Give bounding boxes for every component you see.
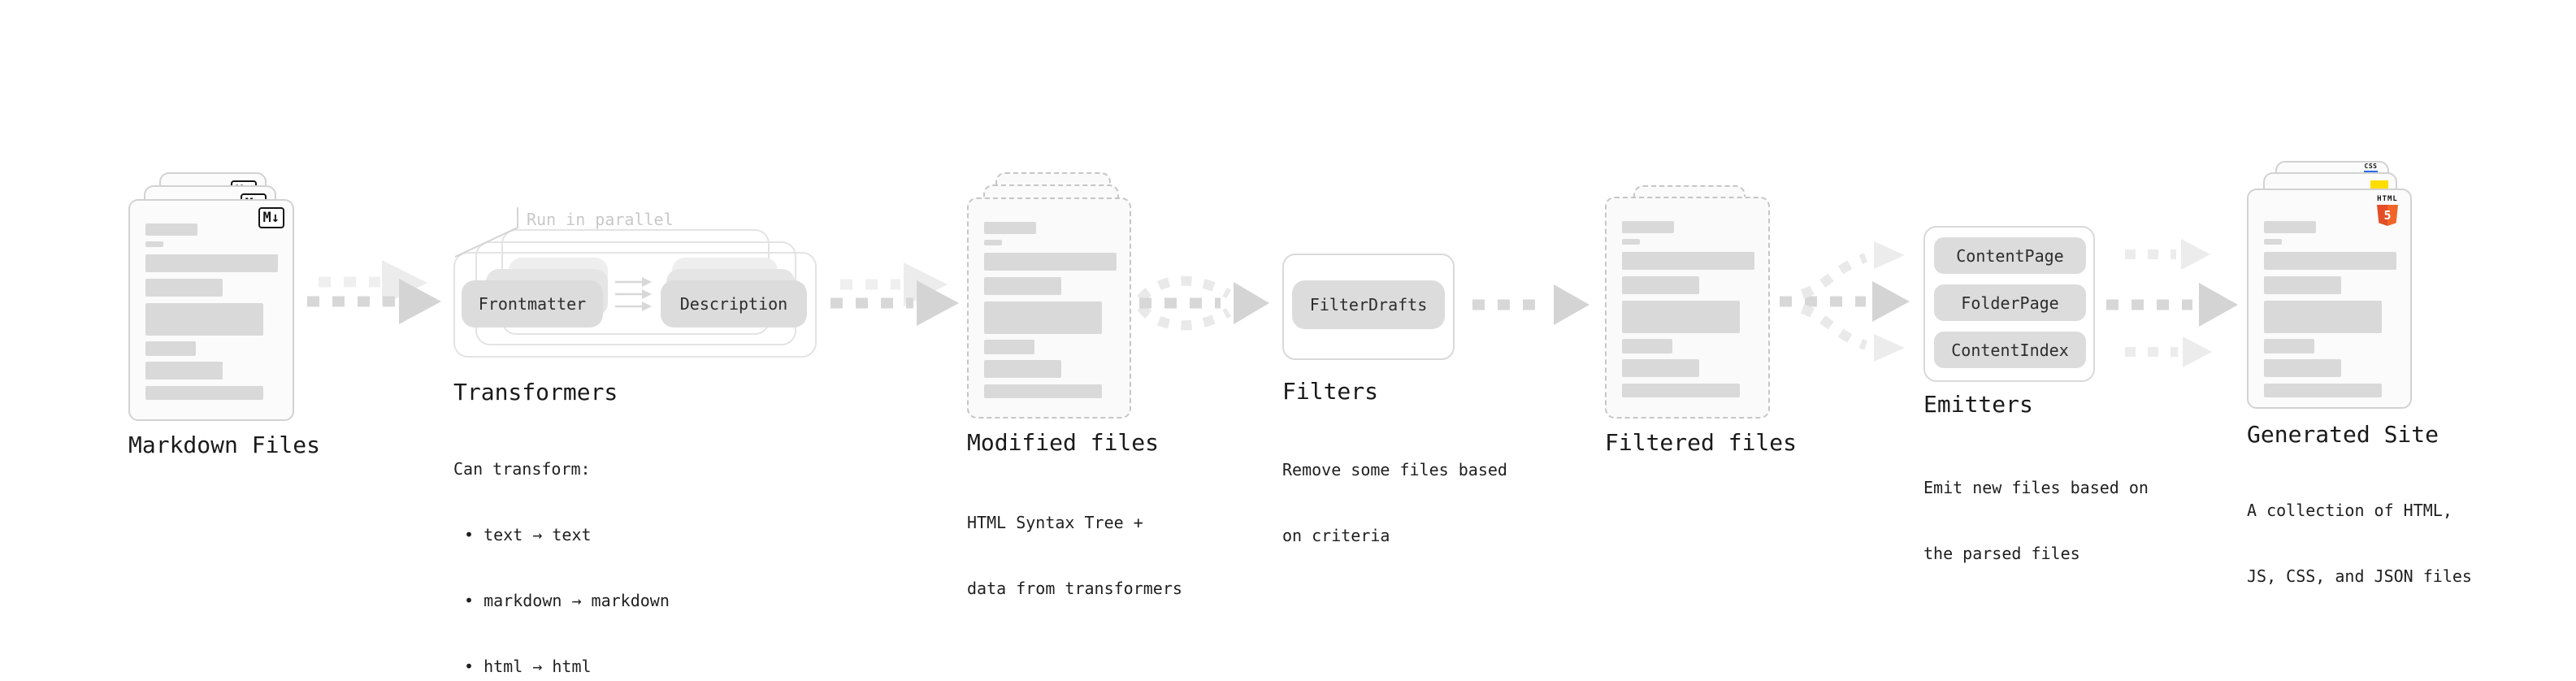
emitter-pill-folderpage: FolderPage [1934, 284, 2086, 321]
stage-label-filtered-files: Filtered files [1605, 429, 1798, 456]
emitter-pill-contentindex: ContentIndex [1934, 332, 2086, 368]
html5-logo: HTML 5 [2375, 195, 2400, 226]
filter-pill-filterdrafts: FilterDrafts [1292, 280, 1445, 329]
stage-label-modified-files: Modified files [967, 429, 1160, 456]
file-card [967, 197, 1131, 419]
arrow-modified-to-filters-converge [1137, 275, 1269, 331]
transformer-pill-description: Description [661, 280, 807, 327]
stage-desc-filters: Remove some files based on criteria [1282, 415, 1507, 591]
transformer-frame-front [453, 252, 817, 358]
stage-desc-modified-files: HTML Syntax Tree + data from transformer… [967, 468, 1182, 644]
emitter-pill-contentpage: ContentPage [1934, 237, 2086, 274]
desc-line: Can transform: [453, 459, 591, 479]
css-file-badge: CSS [2364, 163, 2378, 173]
desc-line: Emit new files based on [1923, 478, 2149, 497]
file-content-placeholder [1622, 221, 1754, 397]
file-content-placeholder [145, 223, 278, 400]
stage-label-emitters: Emitters [1923, 391, 2033, 418]
html5-numeral: 5 [2383, 208, 2392, 223]
js-file-badge [2370, 180, 2388, 189]
desc-line: • html → html [464, 657, 592, 676]
stage-desc-transformers: Can transform: • text → text • markdown … [453, 414, 670, 681]
desc-line: Remove some files based [1282, 460, 1507, 479]
markdown-icon: M↓ [258, 207, 284, 228]
desc-line: data from transformers [967, 579, 1182, 598]
desc-line: the parsed files [1923, 544, 2080, 563]
file-content-placeholder [984, 222, 1117, 398]
desc-line: on criteria [1282, 526, 1390, 545]
desc-line: JS, CSS, and JSON files [2247, 566, 2472, 586]
desc-line: A collection of HTML, [2247, 501, 2452, 520]
stage-label-transformers: Transformers [453, 379, 618, 406]
stage-desc-emitters: Emit new files based on the parsed files [1923, 433, 2149, 609]
stage-label-markdown-files: Markdown Files [128, 432, 321, 458]
file-content-placeholder [2264, 221, 2396, 397]
file-card [1605, 197, 1770, 419]
arrow-filtered-to-emitters-diverge [1780, 241, 1910, 362]
html5-word: HTML [2377, 195, 2398, 203]
html5-shield: 5 [2377, 205, 2398, 226]
run-in-parallel-note: Run in parallel [527, 210, 674, 229]
arrow-emitters-to-site [2106, 239, 2238, 367]
css-label: CSS [2364, 163, 2378, 170]
arrow-markdown-to-transformers [307, 260, 441, 324]
arrow-transformers-to-modified [830, 262, 959, 326]
stage-label-generated-site: Generated Site [2247, 421, 2439, 448]
desc-line: HTML Syntax Tree + [967, 513, 1143, 532]
file-card: HTML 5 [2247, 189, 2412, 409]
desc-line: • text → text [464, 525, 592, 544]
stage-label-filters: Filters [1282, 378, 1379, 405]
css-underline [2364, 171, 2378, 173]
file-card: M↓ [128, 199, 294, 421]
emitters-frame [1923, 226, 2095, 382]
transformer-pill-frontmatter: Frontmatter [462, 280, 603, 327]
filters-frame [1282, 254, 1455, 360]
desc-line: • markdown → markdown [464, 591, 670, 610]
arrow-filters-to-filtered [1472, 284, 1589, 325]
stage-desc-generated-site: A collection of HTML, JS, CSS, and JSON … [2247, 456, 2472, 631]
